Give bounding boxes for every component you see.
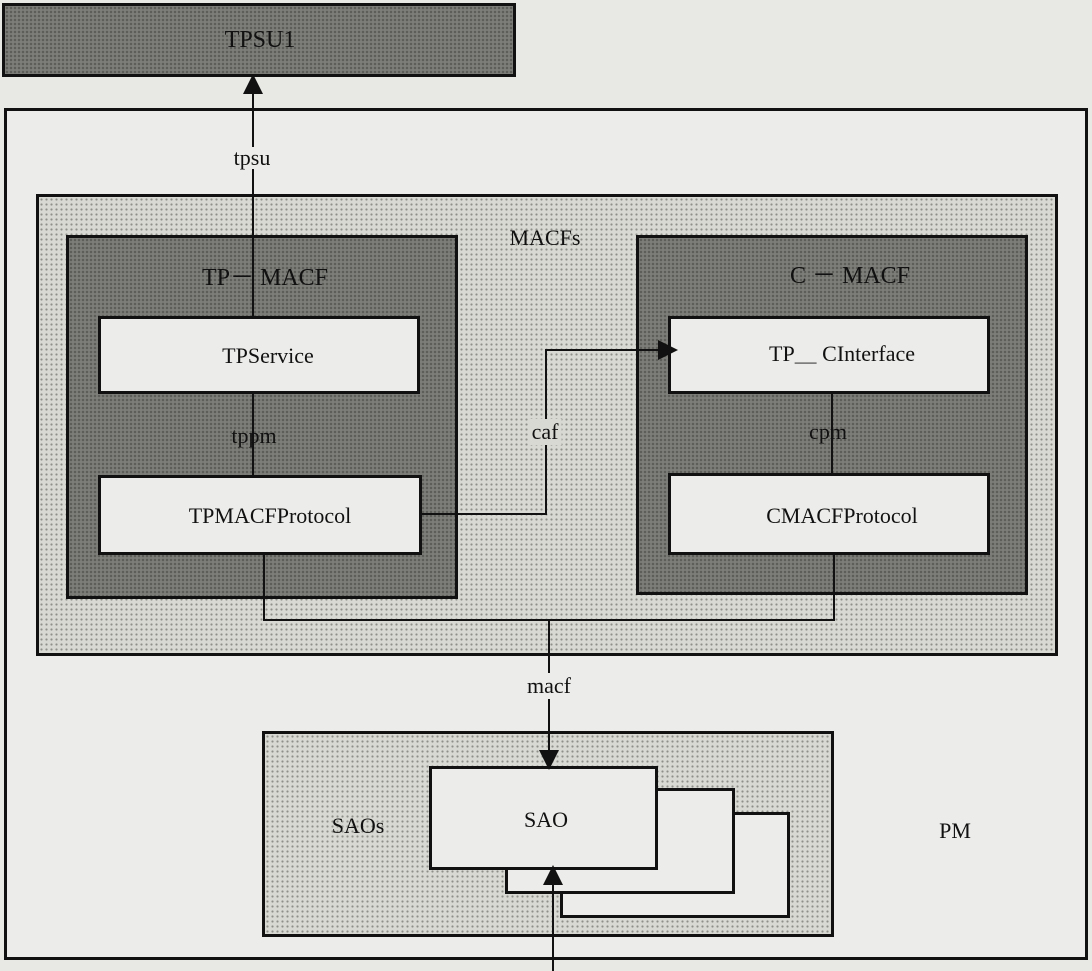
tp-macf-label: TP－ MACF: [201, 265, 329, 291]
cmacfprotocol-box: [668, 473, 990, 555]
tppm-label: tppm: [231, 423, 277, 448]
macf-bus-line: [263, 555, 835, 621]
tpsu1-box: [2, 3, 516, 77]
macfs-label: MACFs: [509, 225, 581, 250]
tpservice-label: TPService: [222, 343, 314, 368]
cpm-label: cpm: [809, 419, 847, 444]
tpmacfprotocol-box: [98, 475, 422, 555]
sao-label: SAO: [523, 807, 569, 832]
tpmacfprotocol-label: TPMACFProtocol: [188, 503, 352, 528]
cmacfprotocol-label: CMACFProtocol: [766, 503, 918, 528]
caf-label: caf: [528, 419, 562, 445]
tp-cinterface-label: TP＿ CInterface: [769, 341, 915, 366]
tpservice-box: [98, 316, 420, 394]
tpsu1-label: TPSU1: [224, 27, 296, 53]
saos-label: SAOs: [331, 813, 385, 838]
pm-label: PM: [939, 818, 971, 843]
c-macf-label: C － MACF: [789, 263, 911, 289]
tpsu-label: tpsu: [230, 147, 274, 169]
macf-label: macf: [524, 673, 574, 699]
